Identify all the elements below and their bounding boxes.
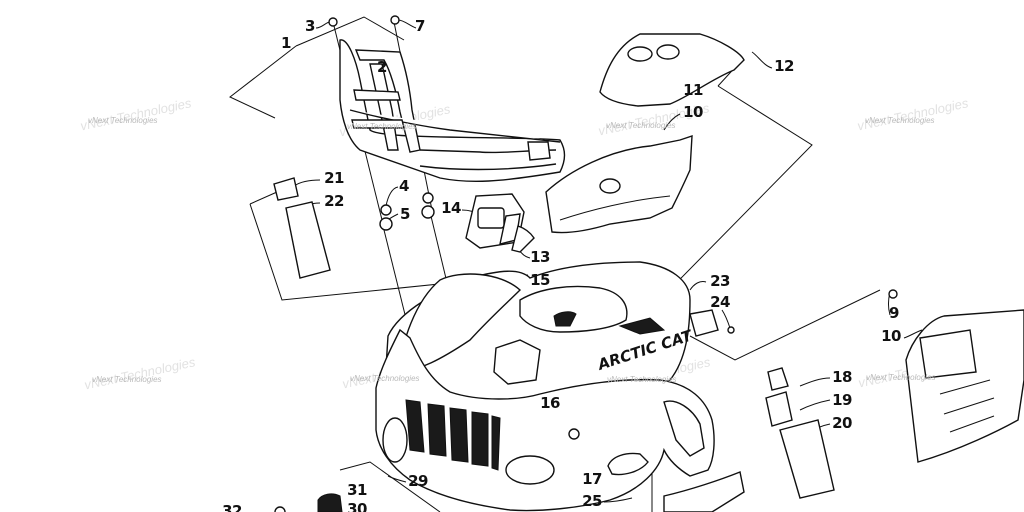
callout-3: 3 <box>305 17 315 35</box>
callout-11: 11 <box>683 81 703 99</box>
callout-4: 4 <box>399 177 409 195</box>
callout-31: 31 <box>347 481 367 499</box>
watermarks: vNext Technologies vNext Technologies vNex… <box>88 116 936 384</box>
callout-19: 19 <box>832 391 852 409</box>
side-panel-right <box>888 289 1024 463</box>
bushings <box>379 192 435 231</box>
callout-10: 10 <box>683 103 703 121</box>
watermark-text: vNext Technologies <box>347 122 417 131</box>
callout-29: 29 <box>408 472 428 490</box>
callout-1: 1 <box>281 34 291 52</box>
callout-14: 14 <box>441 199 461 217</box>
bottom-hardware <box>274 493 343 512</box>
front-rack <box>328 15 566 183</box>
callout-16: 16 <box>540 394 560 412</box>
watermark-text: vNext Technologies <box>606 121 676 130</box>
callout-10: 10 <box>881 327 901 345</box>
watermark-text: vNext Technologies <box>88 116 158 125</box>
callout-5: 5 <box>400 205 410 223</box>
watermark-ghost: vNext Technologies <box>83 354 197 392</box>
callout-32: 32 <box>222 502 242 512</box>
callout-23: 23 <box>710 272 730 290</box>
callout-18: 18 <box>832 368 852 386</box>
callout-15: 15 <box>530 271 550 289</box>
grille <box>405 399 501 471</box>
front-fascia <box>375 328 715 512</box>
watermark-text: vNext Technologies <box>607 375 677 384</box>
callout-2: 2 <box>377 58 387 76</box>
watermark-text: vNext Technologies <box>866 373 936 382</box>
instrument-display <box>465 193 535 253</box>
watermark-text: vNext Technologies <box>92 375 162 384</box>
callout-24: 24 <box>710 293 730 311</box>
side-panel-upper <box>545 135 693 234</box>
callout-7: 7 <box>415 17 425 35</box>
lower-part <box>663 471 745 512</box>
storage-cover <box>599 33 745 107</box>
callout-20: 20 <box>832 414 852 432</box>
callout-17: 17 <box>582 470 602 488</box>
watermark-ghost: vNext Technologies <box>856 95 970 133</box>
watermark-text: vNext Technologies <box>865 116 935 125</box>
callout-30: 30 <box>347 500 367 512</box>
callout-25: 25 <box>582 492 602 510</box>
callout-9: 9 <box>889 304 899 322</box>
callout-21: 21 <box>324 169 344 187</box>
callout-13: 13 <box>530 248 550 266</box>
clip-hardware <box>689 309 735 337</box>
decals-18-20 <box>765 367 835 499</box>
callout-22: 22 <box>324 192 344 210</box>
watermark-text: vNext Technologies <box>350 374 420 383</box>
watermark-ghost: vNext Technologies <box>79 95 193 133</box>
callout-12: 12 <box>774 57 794 75</box>
decals-21-22 <box>273 177 331 279</box>
